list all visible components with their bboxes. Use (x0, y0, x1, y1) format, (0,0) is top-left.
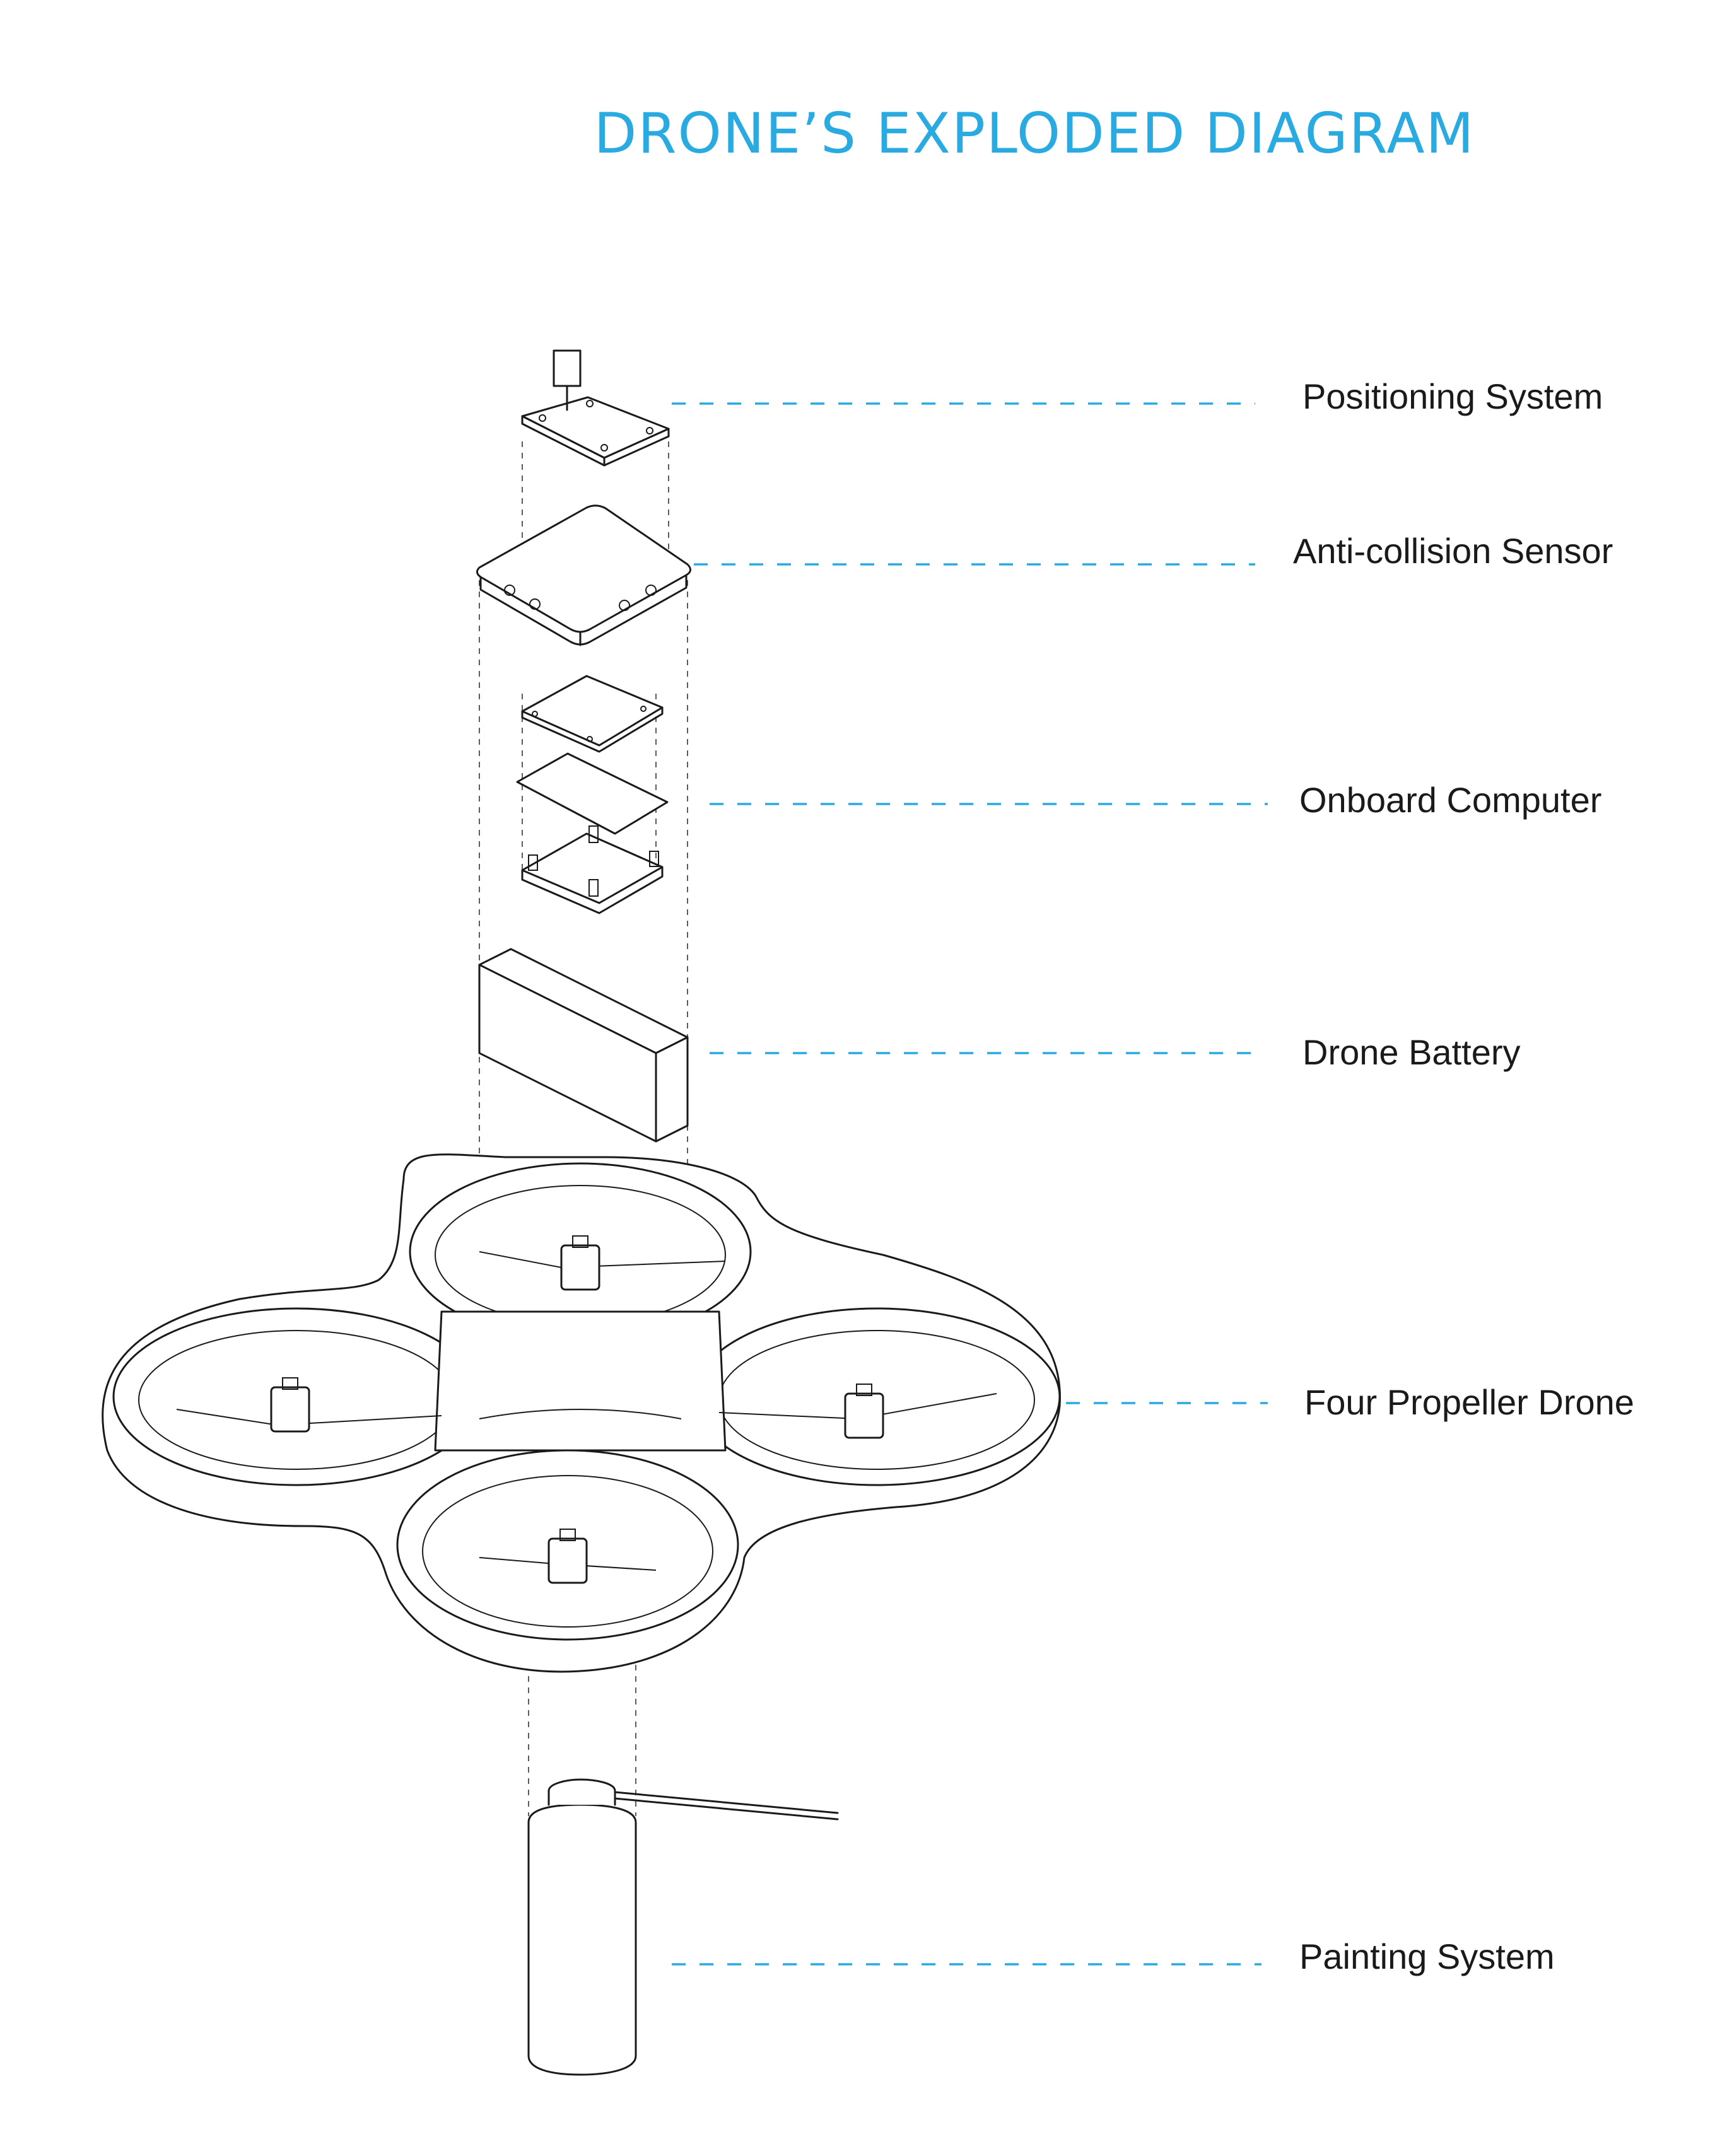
painting-system-illustration (527, 1778, 839, 2076)
label-onboard-computer: Onboard Computer (1299, 780, 1602, 820)
label-drone-battery: Drone Battery (1302, 1032, 1521, 1072)
label-painting-system: Painting System (1299, 1937, 1555, 1976)
positioning-system-illustration (521, 349, 670, 467)
onboard-computer-illustration (516, 675, 669, 914)
drone-battery-illustration (478, 948, 689, 1143)
label-four-propeller-drone: Four Propeller Drone (1304, 1382, 1634, 1422)
label-positioning-system: Positioning System (1302, 376, 1603, 416)
label-anti-collision-sensor: Anti-collision Sensor (1293, 531, 1613, 571)
motor-left (270, 1377, 310, 1433)
anti-collision-sensor-illustration (476, 504, 691, 646)
four-propeller-drone-illustration (102, 1153, 1061, 1673)
motor-right (844, 1384, 884, 1439)
diagram-title: DRONE’S EXPLODED DIAGRAM (594, 101, 1475, 166)
leader-lines (672, 402, 1268, 1966)
motor-front (560, 1235, 600, 1291)
motor-rear (547, 1529, 588, 1584)
